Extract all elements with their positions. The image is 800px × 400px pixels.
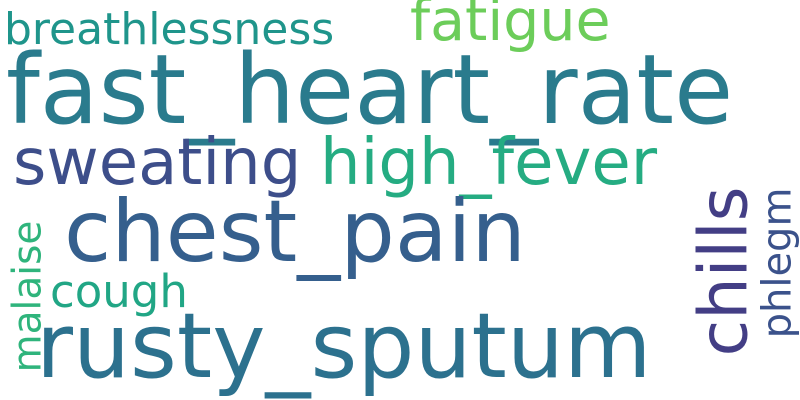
word-fatigue: fatigue <box>410 0 611 54</box>
word-malaise-box: malaise <box>5 196 51 396</box>
word-cough: cough <box>50 265 188 318</box>
word-chest-pain: chest_pain <box>64 182 526 282</box>
word-chills-box: chills <box>685 162 763 380</box>
word-malaise: malaise <box>5 220 51 372</box>
word-sweating: sweating <box>13 126 302 200</box>
word-phlegm-box: phlegm <box>752 188 800 339</box>
word-rusty-sputum: rusty_sputum <box>36 294 652 399</box>
word-chills: chills <box>684 185 763 357</box>
word-phlegm: phlegm <box>754 187 800 339</box>
word-high-fever: high_fever <box>320 126 657 200</box>
word-breathlessness: breathlessness <box>4 4 335 55</box>
word-fast-heart-rate: fast_heart_rate <box>6 34 734 146</box>
